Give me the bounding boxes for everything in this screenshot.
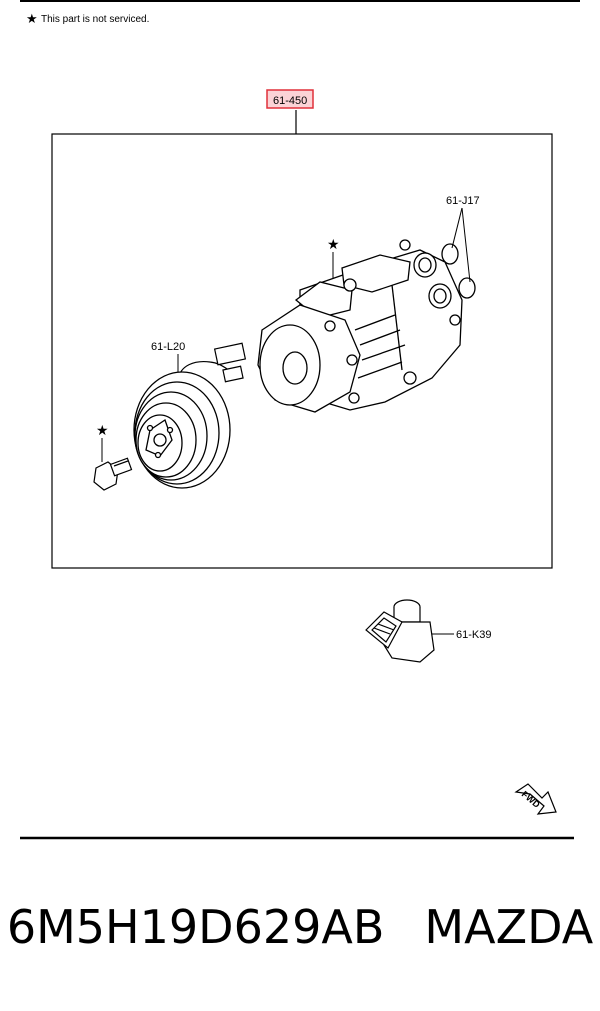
assembly-frame bbox=[51, 133, 553, 569]
brand-name: MAZDA bbox=[424, 900, 594, 954]
clutch-pulley[interactable] bbox=[133, 371, 231, 489]
footer: 6M5H19D629AB MAZDA bbox=[0, 900, 600, 980]
fwd-arrow-icon: FWD bbox=[514, 783, 557, 815]
bolt-star-icon: ★ bbox=[96, 422, 109, 438]
fwd-label: FWD bbox=[520, 789, 543, 810]
oring-1 bbox=[441, 243, 459, 265]
callout-orings[interactable]: 61-J17 bbox=[446, 195, 480, 207]
callout-switch[interactable]: 61-K39 bbox=[456, 629, 491, 641]
legend-note: This part is not serviced. bbox=[41, 14, 149, 25]
pressure-switch[interactable] bbox=[365, 599, 435, 663]
callout-assembly[interactable]: 61-450 bbox=[273, 95, 307, 107]
clutch-bolt[interactable] bbox=[93, 457, 133, 491]
compressor-star-icon: ★ bbox=[327, 236, 340, 252]
part-number: 6M5H19D629AB bbox=[6, 900, 385, 954]
callout-connector[interactable]: 61-L20 bbox=[151, 341, 185, 353]
connector-harness[interactable] bbox=[177, 342, 247, 383]
callout-highlight[interactable] bbox=[266, 89, 314, 109]
legend-star-icon: ★ bbox=[26, 11, 38, 26]
compressor-body[interactable] bbox=[257, 239, 463, 413]
oring-2 bbox=[458, 277, 476, 299]
orings-leader-a bbox=[451, 207, 463, 249]
orings-leader-b bbox=[461, 207, 471, 283]
